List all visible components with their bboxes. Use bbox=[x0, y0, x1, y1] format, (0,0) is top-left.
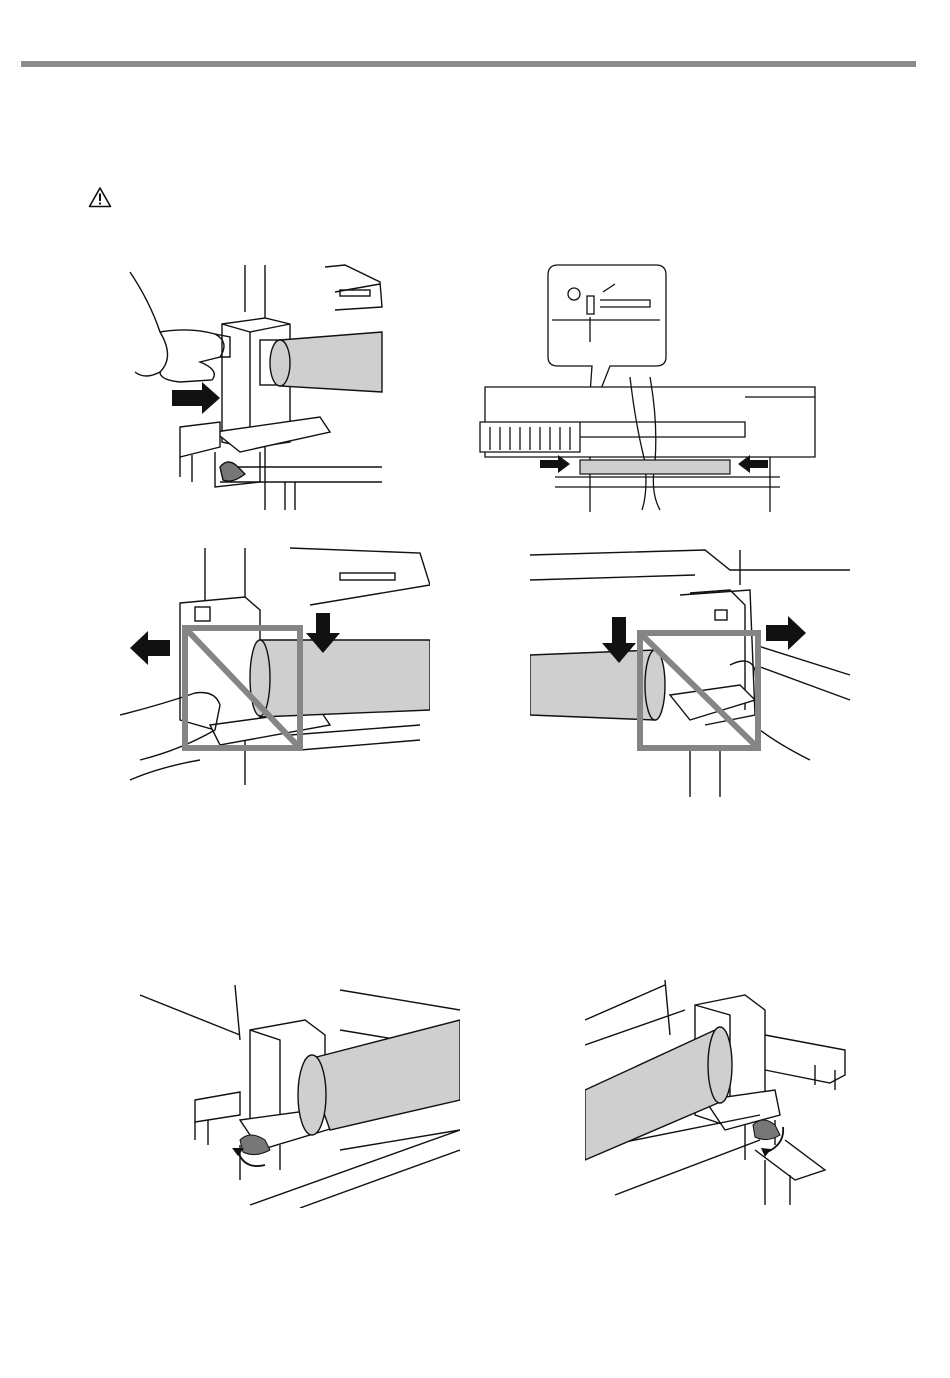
printer-front-with-position-callout-icon bbox=[470, 262, 820, 512]
hand-sliding-left-roll-holder-icon bbox=[120, 262, 385, 510]
right-holder-knob-tighten-icon bbox=[585, 975, 850, 1205]
prohibited-right-holder-pull-icon bbox=[530, 545, 855, 797]
header-rule bbox=[21, 61, 916, 67]
left-holder-knob-tighten-icon bbox=[140, 980, 460, 1208]
warning-triangle-icon bbox=[88, 186, 112, 208]
prohibited-left-holder-pull-icon bbox=[120, 545, 430, 790]
